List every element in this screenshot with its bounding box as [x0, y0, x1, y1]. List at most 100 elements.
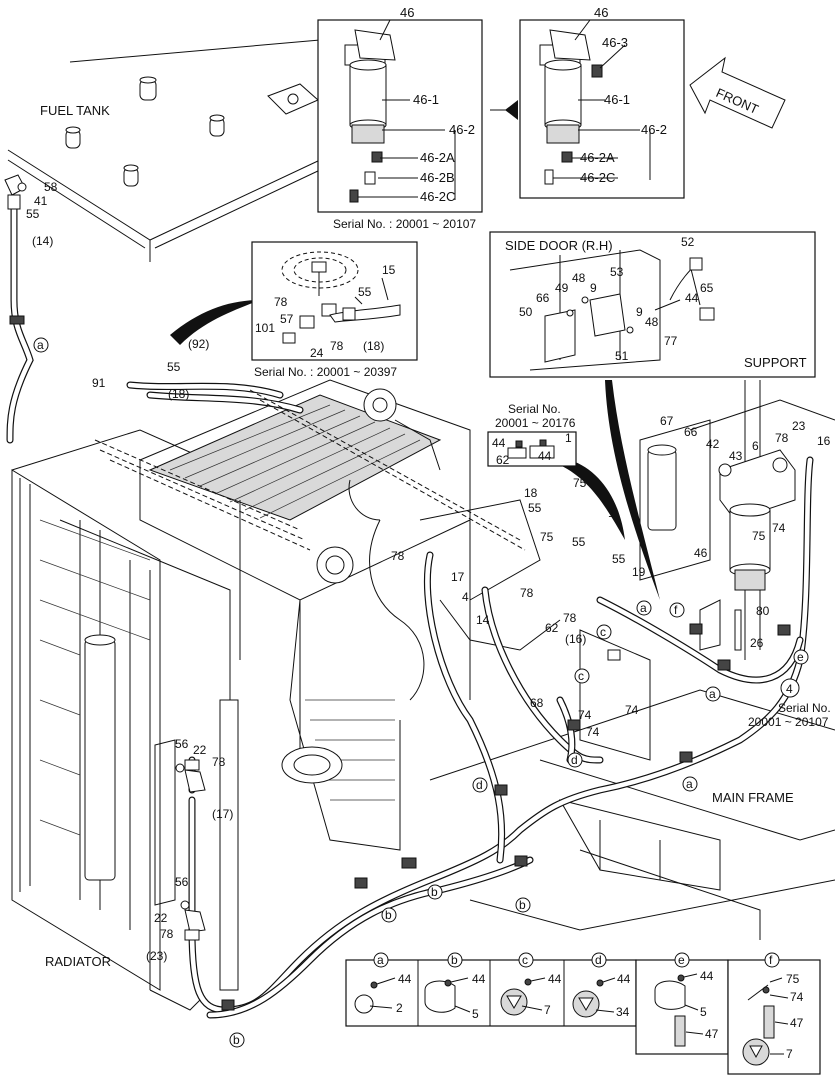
inset-tank-fitting: 15 55 78 57 101 24 78 (18) [251, 241, 418, 361]
callout-74c: 74 [625, 703, 639, 717]
callout-66: 66 [684, 425, 698, 439]
door-49: 49 [555, 281, 569, 295]
legend-b-5: 5 [472, 1007, 479, 1021]
door-77: 77 [664, 334, 678, 348]
marker-b-4: b [233, 1033, 240, 1047]
tank-inset-101: 101 [255, 321, 275, 335]
callout-78c: 78 [520, 586, 534, 600]
inset-side-door: SIDE DOOR (R.H) 52 53 48 49 9 66 50 9 48… [489, 231, 816, 378]
marker-a-1: a [37, 338, 44, 352]
callout-58: 58 [44, 180, 58, 194]
callout-75b: 75 [573, 476, 587, 490]
callout-78e: 78 [212, 755, 226, 769]
filter-new-label-46: 46 [594, 5, 608, 20]
fuel-filter-main [699, 449, 796, 651]
serial-note-tank: Serial No. : 20001 ~ 20397 [254, 365, 397, 379]
callout-16p: (16) [565, 632, 586, 646]
callout-18p: (18) [168, 387, 189, 401]
tank-inset-78a: 78 [274, 295, 288, 309]
callout-46: 46 [694, 546, 708, 560]
callout-23p: (23) [146, 949, 167, 963]
callout-75a: 75 [752, 529, 766, 543]
legend-f-74: 74 [790, 990, 804, 1004]
callout-4: 4 [462, 590, 469, 604]
marker-a-4: a [686, 777, 693, 791]
filter-new-label-46-3: 46-3 [602, 35, 628, 50]
callout-74d: 74 [586, 725, 600, 739]
marker-e-1: e [797, 650, 804, 664]
engine-drawing [139, 379, 561, 851]
left-fittings [4, 174, 206, 941]
valve-44b: 44 [538, 449, 552, 463]
callout-43: 43 [729, 449, 743, 463]
marker-c-1: c [600, 625, 606, 639]
legend-f-7: 7 [786, 1047, 793, 1061]
legend-b-44: 44 [472, 972, 486, 986]
callout-22a: 22 [193, 743, 207, 757]
legend-c-letter: c [522, 953, 528, 967]
inset-pointers [170, 100, 660, 600]
clip-legend: a 44 2 b 44 5 c 44 7 d 44 34 e [345, 952, 821, 1075]
callout-67: 67 [660, 414, 674, 428]
callout-4-circled: 4 [786, 682, 793, 696]
door-9a: 9 [590, 281, 597, 295]
legend-f-letter: f [769, 953, 773, 967]
filter-old-label-46: 46 [400, 5, 414, 20]
side-door-title: SIDE DOOR (R.H) [505, 238, 613, 253]
callout-1: 1 [608, 506, 615, 520]
callout-22b: 22 [154, 911, 168, 925]
reference-dashed-lines [94, 389, 526, 551]
legend-b-letter: b [451, 953, 458, 967]
filter-old-label-46-2C: 46-2C [420, 189, 455, 204]
marker-b-2: b [385, 908, 392, 922]
marker-b-1: b [431, 885, 438, 899]
marker-b-3: b [519, 898, 526, 912]
tank-inset-57: 57 [280, 312, 294, 326]
callout-55e: 55 [572, 535, 586, 549]
callout-6: 6 [752, 439, 759, 453]
inset-valve: Serial No. 20001 ~ 20176 44 1 62 44 [487, 402, 577, 467]
radiator-drawing [11, 429, 239, 1011]
legend-e-letter: e [678, 953, 685, 967]
serial-note-filter-old: Serial No. : 20001 ~ 20107 [333, 217, 476, 231]
serial-note-part4-1: Serial No. [778, 701, 831, 715]
callout-62: 62 [545, 621, 559, 635]
callout-41: 41 [34, 194, 48, 208]
marker-d-1: d [476, 778, 483, 792]
hose-clamps [9, 315, 791, 1011]
callout-78f: 78 [160, 927, 174, 941]
inset-filter-old: 46 46-1 46-2 46-2A 46-2B 46-2C [317, 5, 483, 213]
legend-f-47: 47 [790, 1016, 804, 1030]
legend-c-7: 7 [544, 1003, 551, 1017]
valve-62: 62 [496, 453, 510, 467]
callout-91: 91 [92, 376, 106, 390]
callout-55: 55 [26, 207, 40, 221]
door-65: 65 [700, 281, 714, 295]
callout-78d: 78 [563, 611, 577, 625]
fuel-tank-drawing [7, 39, 321, 262]
callout-56a: 56 [175, 737, 189, 751]
filter-old-label-46-2B: 46-2B [420, 170, 455, 185]
callout-92p: (92) [188, 337, 209, 351]
door-53: 53 [610, 265, 624, 279]
door-48a: 48 [572, 271, 586, 285]
radiator-label: RADIATOR [45, 954, 111, 969]
legend-e-44: 44 [700, 969, 714, 983]
tank-inset-78b: 78 [330, 339, 344, 353]
legend-e-5: 5 [700, 1005, 707, 1019]
tank-inset-55: 55 [358, 285, 372, 299]
inset-filter-new: 46 46-3 46-1 46-2 46-2A 46-2C [519, 5, 685, 199]
fuel-tank-label: FUEL TANK [40, 103, 110, 118]
callout-78a: 78 [775, 431, 789, 445]
door-50: 50 [519, 305, 533, 319]
callout-16: 16 [817, 434, 831, 448]
marker-d-2: d [571, 753, 578, 767]
callout-78b: 78 [391, 549, 405, 563]
callout-74b: 74 [578, 708, 592, 722]
filter-old-label-46-2A: 46-2A [420, 150, 455, 165]
serial-note-part4-2: 20001 ~ 20107 [748, 715, 829, 729]
callout-14p: (14) [32, 234, 53, 248]
callout-55b: 55 [167, 360, 181, 374]
callout-17: 17 [451, 570, 465, 584]
